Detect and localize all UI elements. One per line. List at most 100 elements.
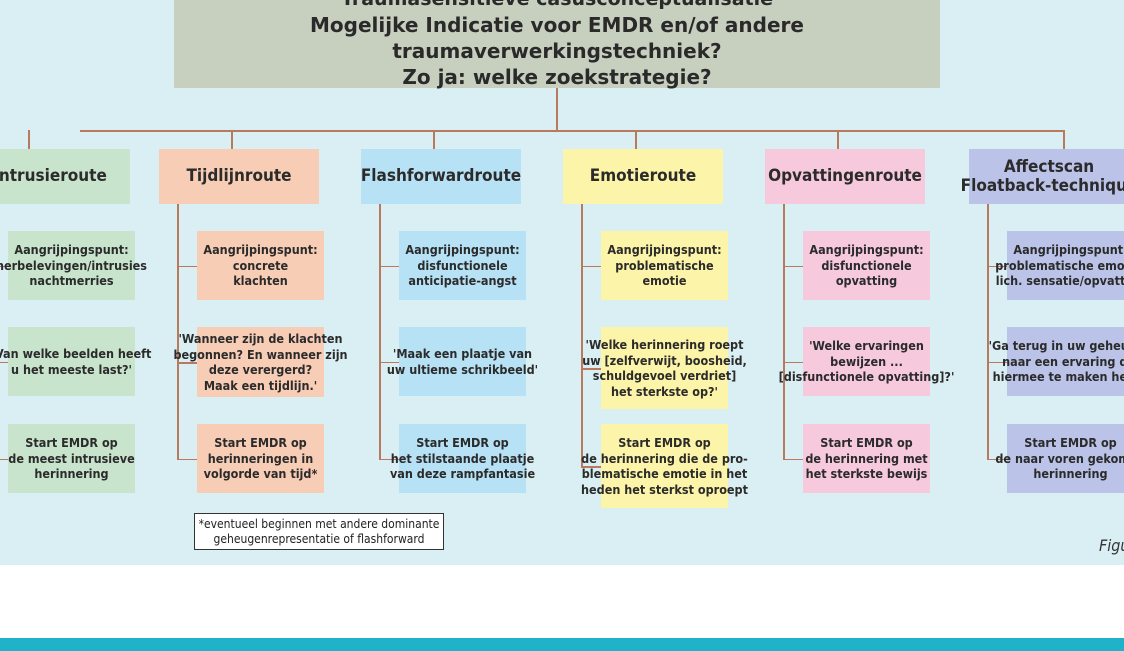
box-text-line: problematische emotie, bbox=[995, 257, 1124, 273]
connector-trunk bbox=[556, 88, 558, 130]
box-text-line: begonnen? En wanneer zijn bbox=[173, 346, 348, 362]
footnote-box: *eventueel beginnen met andere dominante… bbox=[194, 513, 444, 550]
box-text-line: problematische bbox=[615, 257, 714, 273]
point-box: Aangrijpingspunt:herbelevingen/intrusies… bbox=[0, 231, 147, 300]
footnote-line: geheugenrepresentatie of flashforward bbox=[213, 531, 425, 546]
box-text-line: opvatting bbox=[835, 273, 898, 289]
box-text-line: Floatback-technique bbox=[960, 175, 1124, 196]
box-text-line: anticipatie-angst bbox=[408, 273, 517, 289]
box-text-line: Start EMDR op bbox=[25, 435, 118, 451]
box-text-line: Intrusieroute bbox=[0, 166, 107, 186]
route-box: Opvattingenroute bbox=[765, 149, 925, 204]
connector-branch bbox=[379, 265, 399, 267]
connector-branch bbox=[0, 265, 8, 267]
box-text-line: lich. sensatie/opvatting bbox=[995, 273, 1124, 289]
box-text-line: hiermee te maken heeft' bbox=[992, 369, 1124, 385]
connector-drop bbox=[231, 130, 233, 149]
box-text-line: emotie bbox=[642, 273, 687, 289]
box-text-line: herinnering bbox=[1033, 466, 1108, 482]
point-box: Aangrijpingspunt:problematische emotie,l… bbox=[995, 231, 1124, 300]
box-text-line: nachtmerries bbox=[29, 273, 114, 289]
box-text-line: van deze rampfantasie bbox=[389, 466, 536, 482]
box-text-line: 'Maak een plaatje van bbox=[392, 346, 533, 361]
box-text-line: Flashforwardroute bbox=[360, 166, 522, 186]
connector-drop bbox=[837, 130, 839, 149]
connector-drop bbox=[433, 130, 435, 149]
connector-spine bbox=[379, 204, 381, 459]
connector-branch bbox=[783, 458, 803, 460]
connector-branch bbox=[783, 265, 803, 267]
connector-branch bbox=[0, 361, 8, 363]
connector-branch bbox=[987, 265, 1007, 267]
box-text-line: schuldgevoel verdriet] bbox=[592, 368, 737, 383]
box-text-line: klachten bbox=[233, 273, 288, 289]
connector-spine bbox=[783, 204, 785, 459]
connector-spine bbox=[177, 204, 179, 459]
box-text-line: Start EMDR op bbox=[1024, 435, 1117, 451]
header-title: Traumasensitieve casusconceptualisatie bbox=[341, 0, 773, 12]
diagram-header: Traumasensitieve casusconceptualisatie M… bbox=[174, 0, 940, 89]
box-text-line: de naar voren gekomen bbox=[995, 450, 1124, 466]
box-text-line: de herinnering die de pro- bbox=[581, 450, 748, 466]
box-text-line: [disfunctionele opvatting]?' bbox=[778, 369, 955, 385]
connector-rail bbox=[80, 130, 1064, 132]
box-text-line: uw [zelfverwijt, boosheid, bbox=[582, 352, 747, 368]
box-text-line: deze verergerd? bbox=[208, 362, 313, 377]
box-text-line: Start EMDR op bbox=[416, 435, 509, 451]
box-text-line: Tijdlijnroute bbox=[186, 166, 292, 186]
box-text-line: volgorde van tijd* bbox=[203, 466, 318, 482]
connector-branch bbox=[177, 362, 197, 364]
box-text-line: Aangrijpingspunt: bbox=[14, 242, 129, 258]
header-question: Mogelijke Indicatie voor EMDR en/of ande… bbox=[310, 13, 804, 63]
connector-drop bbox=[635, 130, 637, 149]
box-text-line: herinnering bbox=[34, 466, 109, 482]
connector-branch bbox=[987, 458, 1007, 460]
route-box: Intrusieroute bbox=[0, 149, 130, 204]
route-box: Emotieroute bbox=[563, 149, 723, 204]
connector-branch bbox=[783, 361, 803, 363]
header-subquestion: Zo ja: welke zoekstrategie? bbox=[402, 65, 712, 89]
box-text-line: 'Ga terug in uw geheugen bbox=[988, 338, 1124, 354]
box-text-line: Aangrijpingspunt: bbox=[809, 242, 924, 258]
question-box: 'Ga terug in uw geheugennaar een ervarin… bbox=[989, 327, 1124, 396]
box-text-line: bewijzen ... bbox=[830, 353, 903, 369]
connector-branch bbox=[581, 265, 601, 267]
box-text-line: het sterkste bewijs bbox=[805, 466, 928, 482]
box-text-line: 'Welke ervaringen bbox=[809, 338, 924, 354]
box-text-line: Start EMDR op bbox=[820, 435, 913, 451]
box-text-line: Maak een tijdlijn.' bbox=[203, 377, 318, 393]
route-box: Tijdlijnroute bbox=[159, 149, 319, 204]
box-text-line: Opvattingenroute bbox=[768, 166, 922, 186]
box-text-line: de herinnering met bbox=[805, 450, 928, 466]
connector-branch bbox=[379, 361, 399, 363]
box-text-line: Aangrijpingspunt: bbox=[203, 242, 318, 258]
box-text-line: 'Wanneer zijn de klachten bbox=[178, 331, 343, 346]
connector-branch bbox=[581, 466, 601, 468]
box-text-line: 'Welke herinnering roept bbox=[585, 337, 744, 352]
box-text-line: uw ultieme schrikbeeld' bbox=[386, 361, 539, 377]
box-text-line: het sterkste op?' bbox=[610, 383, 718, 399]
footnote-line: *eventueel beginnen met andere dominante bbox=[198, 516, 440, 531]
box-text-line: heden het sterkst oproept bbox=[581, 481, 748, 497]
route-box: Flashforwardroute bbox=[361, 149, 521, 204]
box-text-line: Start EMDR op bbox=[618, 435, 711, 450]
figure-label: Figuur bbox=[1099, 536, 1124, 555]
box-text-line: Aangrijpingspunt: bbox=[1013, 242, 1124, 258]
box-text-line: herbelevingen/intrusies bbox=[0, 257, 147, 273]
box-text-line: Start EMDR op bbox=[214, 435, 307, 451]
connector-drop bbox=[28, 130, 30, 149]
box-text-line: Aangrijpingspunt: bbox=[405, 242, 520, 258]
